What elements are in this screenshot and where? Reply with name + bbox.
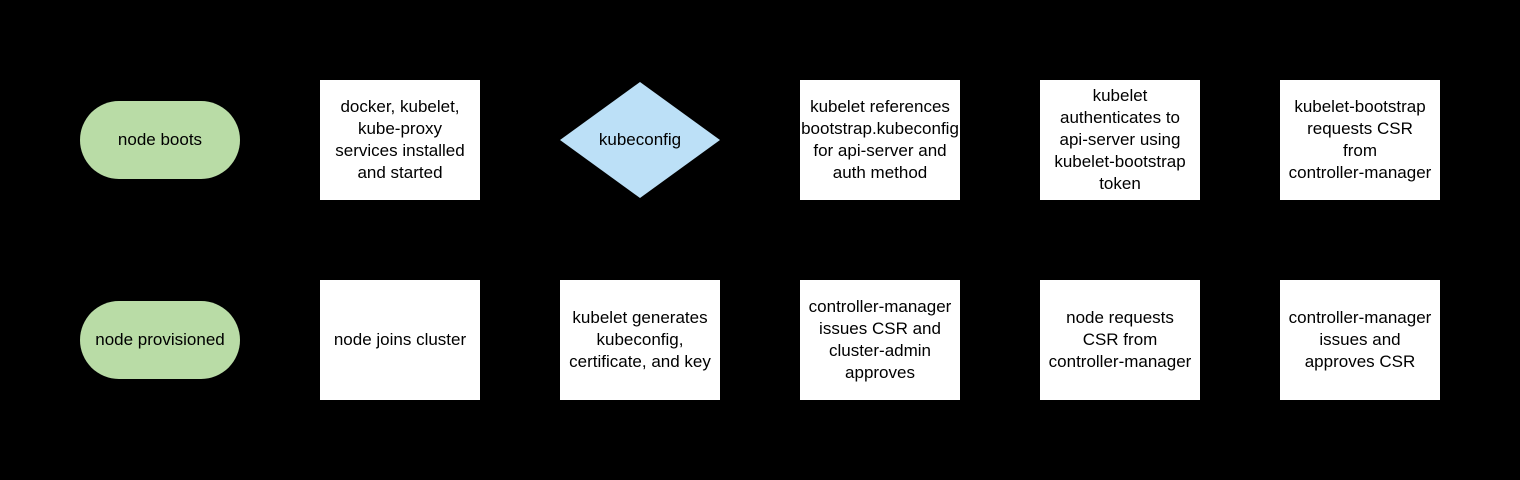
- process-kubelet-generates: kubelet generates kubeconfig, certificat…: [560, 280, 720, 400]
- terminal-node-boots: node boots: [80, 101, 240, 179]
- node-label: controller-manager issues and approves C…: [1288, 308, 1432, 371]
- node-label: kubelet authenticates to api-server usin…: [1054, 86, 1186, 193]
- process-kubelet-authenticates: kubelet authenticates to api-server usin…: [1040, 80, 1200, 200]
- node-label: node boots: [117, 130, 203, 149]
- process-services-installed: docker, kubelet, kube-proxy services ins…: [320, 80, 480, 200]
- node-label: controller-manager issues CSR and cluste…: [808, 297, 952, 382]
- terminal-node-provisioned: node provisioned: [80, 301, 240, 379]
- node-label: docker, kubelet, kube-proxy services ins…: [335, 97, 465, 182]
- node-label: node requests CSR from controller-manage…: [1048, 308, 1192, 371]
- process-node-requests-csr: node requests CSR from controller-manage…: [1040, 280, 1200, 400]
- process-kubelet-references: kubelet references bootstrap.kubeconfig …: [800, 80, 960, 200]
- decision-kubeconfig: kubeconfig: [560, 80, 720, 200]
- process-bootstrap-requests-csr: kubelet-bootstrap requests CSR from cont…: [1280, 80, 1440, 200]
- process-node-joins-cluster: node joins cluster: [320, 280, 480, 400]
- node-label: node provisioned: [95, 330, 225, 349]
- node-label: kubeconfig: [598, 130, 682, 149]
- node-label: kubelet references bootstrap.kubeconfig …: [801, 97, 959, 182]
- process-cm-issues-approves: controller-manager issues and approves C…: [1280, 280, 1440, 400]
- node-label: kubelet-bootstrap requests CSR from cont…: [1288, 97, 1432, 182]
- process-cm-issues-admin-approves: controller-manager issues CSR and cluste…: [800, 280, 960, 400]
- node-label: kubelet generates kubeconfig, certificat…: [569, 308, 711, 371]
- node-label: node joins cluster: [333, 330, 467, 349]
